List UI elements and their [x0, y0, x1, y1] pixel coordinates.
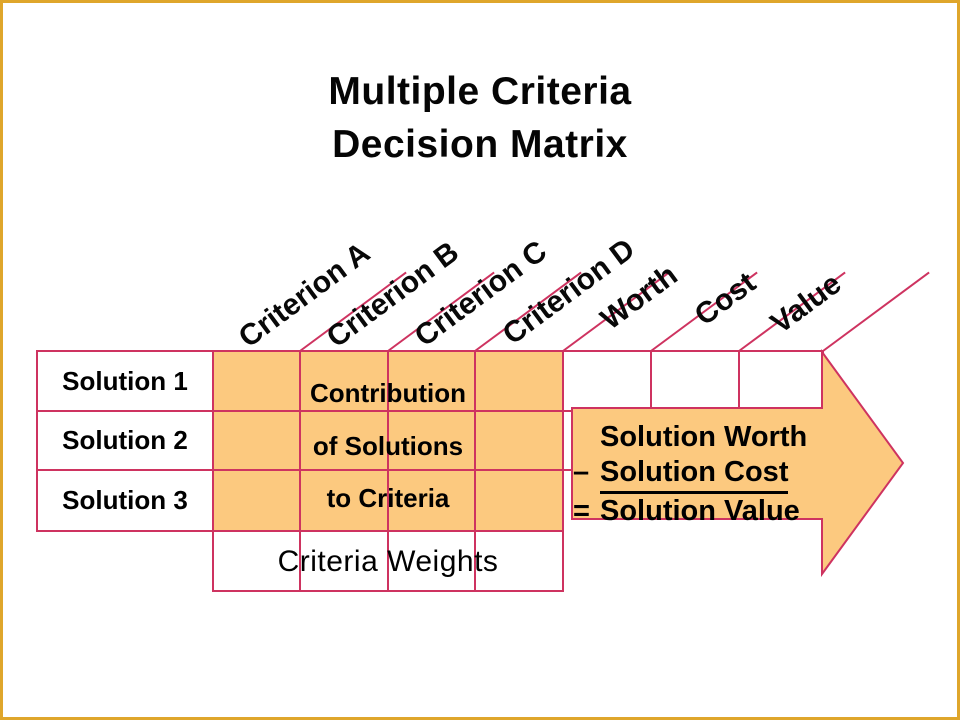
formula-cost-text: Solution Cost — [600, 455, 789, 494]
row-label-solution-2: Solution 2 — [62, 425, 188, 455]
formula-minus-sign: – — [573, 456, 590, 488]
criterion-d-worth-divider — [562, 350, 564, 592]
table-left-border — [36, 350, 38, 532]
table-right-border — [822, 350, 824, 412]
column-label-value: Value — [764, 267, 848, 341]
contribution-note-line1: Contribution — [310, 378, 466, 408]
formula-worth-text: Solution Worth — [600, 421, 808, 453]
row-label-solution-1: Solution 1 — [62, 366, 188, 396]
row1-divider — [36, 410, 824, 412]
criterion-b-c-divider — [387, 350, 389, 592]
worth-cost-divider — [650, 350, 652, 412]
page-title-line1: Multiple Criteria — [328, 70, 632, 113]
table-top-border — [36, 350, 824, 352]
criterion-c-d-divider — [474, 350, 476, 592]
cost-value-divider — [738, 350, 740, 412]
page-title-line2: Decision Matrix — [332, 123, 628, 166]
formula-value-text: Solution Value — [600, 495, 800, 527]
arrow-formula: Solution Worth – Solution Cost = Solutio… — [573, 420, 807, 529]
formula-equals-sign: = — [573, 495, 590, 527]
contribution-note-line3: to Criteria — [326, 483, 450, 513]
criteria-weights-label: Criteria Weights — [277, 545, 499, 578]
row2-divider — [36, 469, 824, 471]
criterion-a-b-divider — [299, 350, 301, 592]
row-label-solution-3: Solution 3 — [62, 485, 188, 515]
page-title: Multiple Criteria Decision Matrix — [3, 65, 957, 171]
formula-line-cost: – Solution Cost — [573, 455, 807, 494]
formula-line-worth: Solution Worth — [573, 420, 807, 455]
formula-line-value: = Solution Value — [573, 494, 807, 529]
contribution-note-line2: of Solutions — [312, 431, 464, 461]
label-column-divider — [212, 350, 214, 592]
